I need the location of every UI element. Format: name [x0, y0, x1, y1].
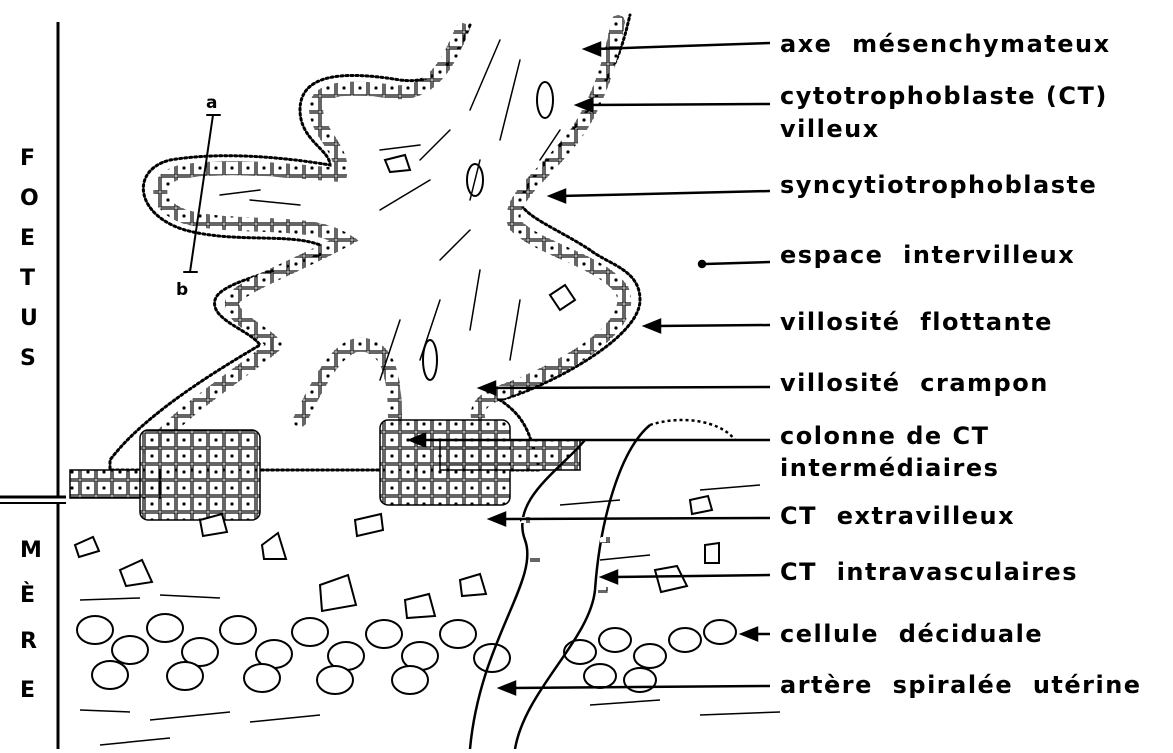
- section-mark-b: b: [176, 280, 188, 300]
- mere-letter: M: [20, 538, 42, 563]
- label-cellule-deciduale: cellule déciduale: [780, 620, 1043, 648]
- label-ct-intravasculaires: CT intravasculaires: [780, 558, 1078, 586]
- mere-letter: R: [20, 629, 37, 654]
- label-artere-spiralee: artère spiralée utérine: [780, 671, 1142, 699]
- label-espace-intervilleux: espace intervilleux: [780, 241, 1075, 269]
- decidua: [75, 485, 780, 745]
- label-intermediaires: intermédiaires: [780, 454, 999, 482]
- label-ct-extravilleux: CT extravilleux: [780, 502, 1015, 530]
- decidual-cells: [77, 614, 736, 694]
- foetus-letter: S: [20, 346, 36, 371]
- foetus-letter: T: [20, 266, 35, 291]
- mere-letter: E: [20, 678, 35, 703]
- foetus-side-label: F O E T U S: [20, 146, 39, 371]
- foetus-letter: O: [20, 186, 39, 211]
- label-syncytiotrophoblaste: syncytiotrophoblaste: [780, 171, 1097, 199]
- label-villeux: villeux: [780, 115, 880, 143]
- label-cytotrophoblaste: cytotrophoblaste (CT): [780, 82, 1108, 110]
- foetus-letter: E: [20, 226, 35, 251]
- mesenchyme-cell: [423, 340, 437, 380]
- crampon-inner-band: [300, 345, 395, 420]
- section-mark-a: a: [206, 93, 217, 113]
- mesenchyme-cell: [537, 82, 553, 118]
- mere-letter: È: [20, 582, 35, 608]
- foetus-letter: F: [20, 146, 35, 171]
- label-villosite-flottante: villosité flottante: [780, 308, 1053, 336]
- mesenchyme-cell: [385, 155, 410, 172]
- mesenchyme-cell: [550, 285, 575, 310]
- mere-side-label: M È R E: [20, 538, 42, 703]
- annotation-labels: axe mésenchymateux cytotrophoblaste (CT)…: [780, 30, 1142, 699]
- cytotrophoblast-band-right: [478, 22, 624, 425]
- label-villosite-crampon: villosité crampon: [780, 369, 1049, 397]
- foetus-letter: U: [20, 306, 38, 331]
- section-line: [190, 115, 213, 272]
- label-axe-mesenchymateux: axe mésenchymateux: [780, 30, 1111, 58]
- villous-tree: [110, 15, 640, 470]
- label-colonne-de-ct: colonne de CT: [780, 422, 990, 450]
